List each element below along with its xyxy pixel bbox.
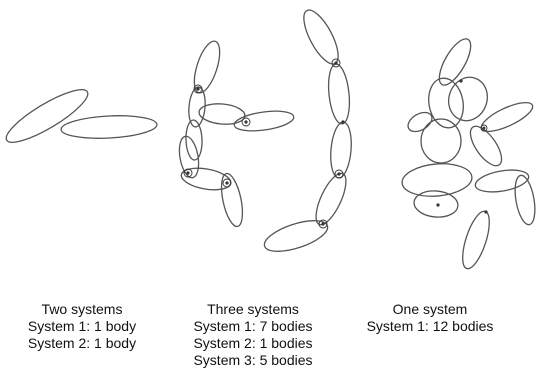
body-ellipse (198, 102, 246, 126)
body-ellipse (185, 120, 202, 161)
body-ellipse (218, 172, 247, 229)
caption-heading: Two systems (6, 301, 158, 318)
joint-marker (341, 120, 344, 123)
caption-line: System 1: 12 bodies (360, 318, 500, 335)
body-ellipse (474, 166, 531, 195)
joint-marker (186, 171, 189, 174)
panel-three-systems (176, 5, 353, 257)
caption-line: System 2: 1 body (6, 335, 158, 352)
panel-one-system (401, 34, 538, 271)
caption-line: System 1: 7 bodies (172, 318, 334, 335)
joint-marker (484, 210, 487, 213)
joint-marker (225, 181, 228, 184)
body-ellipse (60, 114, 157, 141)
caption-line: System 1: 1 body (6, 318, 158, 335)
joint-marker (337, 172, 340, 175)
body-ellipse (433, 34, 476, 89)
caption-heading: One system (360, 301, 500, 318)
panel-two-systems (1, 82, 158, 151)
joint-marker (321, 222, 324, 225)
caption-three-systems: Three systems System 1: 7 bodies System … (172, 301, 334, 369)
body-ellipse (457, 208, 495, 271)
joint-marker (334, 61, 337, 64)
joint-marker (483, 127, 486, 130)
body-ellipse (310, 169, 352, 228)
caption-heading: Three systems (172, 301, 334, 318)
body-ellipse (1, 82, 94, 151)
joint-marker (196, 87, 199, 90)
caption-one-system: One system System 1: 12 bodies (360, 301, 500, 335)
caption-line: System 3: 5 bodies (172, 352, 334, 369)
body-ellipse (326, 63, 352, 125)
joint-marker (436, 203, 439, 206)
caption-two-systems: Two systems System 1: 1 body System 2: 1… (6, 301, 158, 352)
joint-marker (459, 79, 462, 82)
body-ellipse (512, 174, 538, 226)
caption-line: System 2: 1 bodies (172, 335, 334, 352)
joint-marker (244, 120, 247, 123)
body-ellipse (401, 161, 474, 199)
